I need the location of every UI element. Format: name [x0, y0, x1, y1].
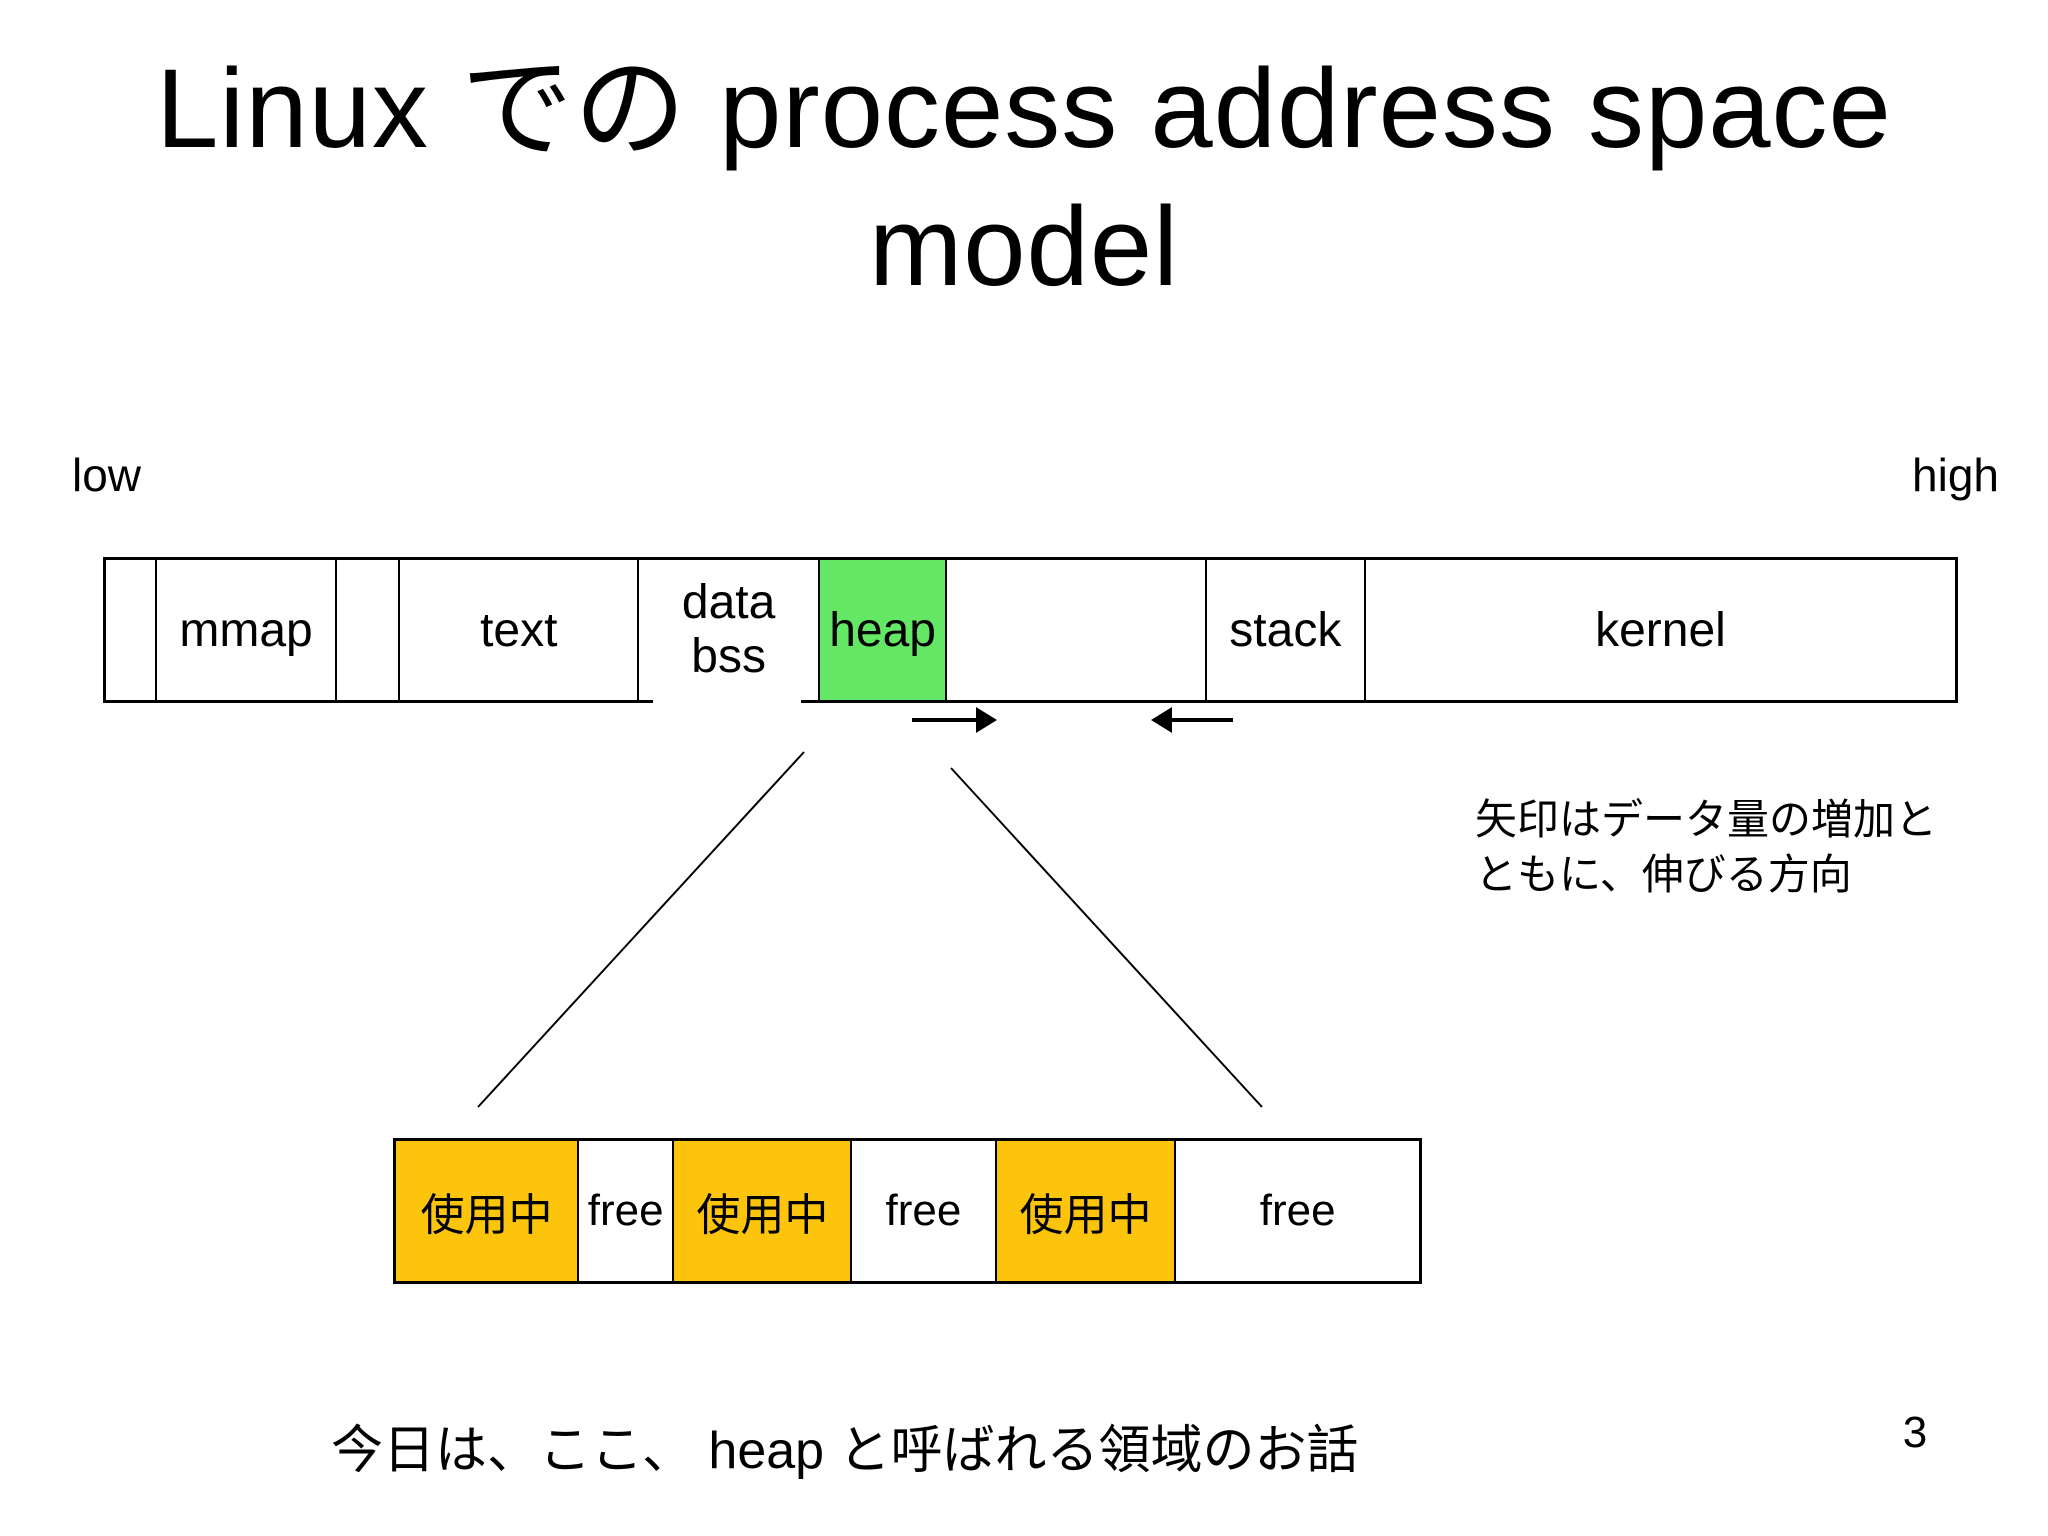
- footer-note: 今日は、ここ、 heap と呼ばれる領域のお話: [331, 1422, 1359, 1480]
- bar-segment-label: kernel: [1595, 603, 1726, 657]
- callout-line-right: [950, 767, 1263, 1108]
- arrow-shaft: [912, 718, 979, 722]
- heap-growth-arrow-icon: [912, 707, 997, 733]
- bar-segment-kernel: kernel: [1364, 560, 1955, 700]
- heap-detail-bar: 使用中 free 使用中 free 使用中 free: [393, 1138, 1422, 1284]
- slide-title: Linux での process address space model: [0, 40, 2048, 316]
- bar-segment-label: mmap: [179, 603, 313, 657]
- used-label: 使用中: [1019, 1191, 1152, 1240]
- free-label: free: [1259, 1186, 1336, 1235]
- heap-detail-used-3: 使用中: [994, 1141, 1175, 1281]
- callout-line-left: [477, 751, 805, 1108]
- used-label: 使用中: [696, 1191, 829, 1240]
- slide-title-line1: Linux での process address space: [156, 46, 1892, 171]
- heap-detail-used-2: 使用中: [672, 1141, 851, 1281]
- bar-segment-stack: stack: [1204, 560, 1364, 700]
- growth-direction-note: 矢印はデータ量の増加と ともに、伸びる方向: [1475, 792, 1937, 903]
- growth-note-line2: ともに、伸びる方向: [1475, 851, 1852, 899]
- page-number: 3: [1902, 1408, 1928, 1457]
- address-space-bar: mmap text data bss heap stack kernel: [103, 557, 1958, 704]
- low-address-label: low: [72, 449, 142, 501]
- bar-segment-label: text: [480, 603, 558, 657]
- used-label: 使用中: [420, 1191, 553, 1240]
- bar-segment-label: data bss: [682, 576, 775, 684]
- arrow-head-right: [976, 707, 997, 733]
- heap-detail-used-1: 使用中: [396, 1141, 577, 1281]
- arrow-head-left: [1151, 707, 1172, 733]
- bar-segment-data-bss: data bss: [637, 560, 817, 700]
- growth-note-line1: 矢印はデータ量の増加と: [1475, 796, 1938, 843]
- heap-detail-free-3: free: [1174, 1141, 1418, 1281]
- heap-detail-free-2: free: [850, 1141, 994, 1281]
- high-address-label: high: [1912, 449, 1999, 501]
- bss-label: bss: [691, 630, 766, 683]
- free-label: free: [885, 1186, 962, 1235]
- bar-segment-mmap: mmap: [154, 560, 335, 700]
- data-label: data: [681, 576, 776, 630]
- arrow-shaft: [1170, 718, 1233, 722]
- heap-detail-free-1: free: [576, 1141, 672, 1281]
- bar-segment-label: heap: [829, 603, 936, 657]
- free-label: free: [587, 1186, 664, 1235]
- slide-title-line2: model: [868, 183, 1180, 309]
- bar-segment-label: stack: [1229, 603, 1342, 657]
- bar-segment-empty-3: [945, 560, 1204, 700]
- bar-segment-empty-2: [335, 560, 398, 700]
- stack-growth-arrow-icon: [1151, 707, 1233, 733]
- bar-segment-text: text: [398, 560, 637, 700]
- bar-segment-empty-1: [106, 560, 155, 700]
- bar-segment-heap: heap: [817, 560, 946, 700]
- border-gap-under-data-bss: [653, 688, 801, 704]
